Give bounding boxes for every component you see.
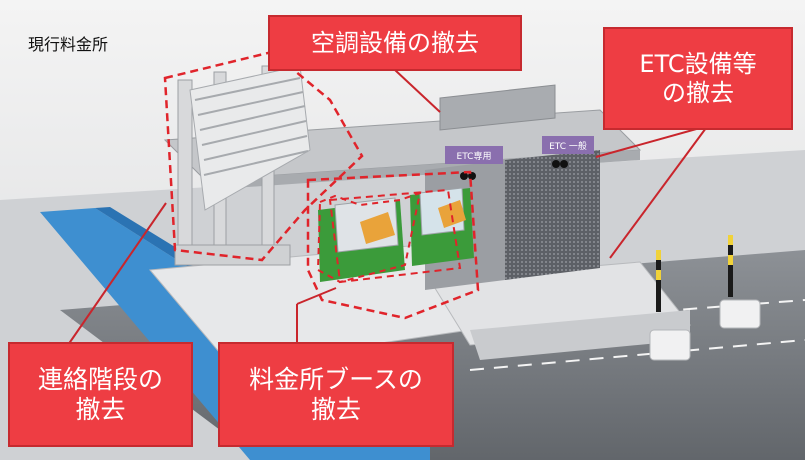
stair-tower	[174, 65, 311, 266]
leader-etc-2	[609, 127, 707, 259]
lane-marking	[469, 339, 805, 371]
etc-grille-structure	[505, 150, 600, 280]
aircon-removal-callout: 空調設備の撤去	[268, 15, 522, 71]
gate-barriers	[649, 235, 761, 361]
aircon-removal-outline	[316, 191, 422, 284]
stairs-removal-callout: 連絡階段の 撤去	[8, 342, 193, 447]
current-toll-plaza-label: 現行料金所	[28, 35, 109, 54]
etc-only-sign-plate	[445, 146, 503, 164]
etc-removal-callout: ETC設備等 の撤去	[603, 27, 793, 130]
booth-removal-line1: 料金所ブースの	[249, 365, 423, 394]
overhead-sign-board	[439, 84, 556, 131]
lane-signal	[560, 160, 568, 168]
stairs-removal-line2: 撤去	[75, 394, 126, 424]
lane-signal	[468, 172, 476, 180]
etc-general-sign-text: ETC 一般	[549, 140, 587, 152]
leader-aircon	[394, 69, 441, 113]
leader-booth-2	[296, 287, 337, 305]
lane-signal	[552, 160, 560, 168]
etc-general-sign-plate	[542, 136, 594, 154]
booth-removal-callout: 料金所ブースの 撤去	[218, 342, 454, 447]
leader-etc-1	[595, 127, 701, 158]
island-face	[470, 310, 690, 360]
etc-removal-line2: の撤去	[662, 78, 734, 107]
stairs-removal-line1: 連絡階段の	[37, 365, 163, 394]
lane-signal	[460, 172, 468, 180]
aircon-removal-text: 空調設備の撤去	[311, 28, 479, 57]
toll-booths	[318, 187, 474, 282]
etc-removal-line1: ETC設備等	[639, 50, 757, 79]
leader-stairs	[67, 202, 167, 346]
booth-removal-outline	[306, 170, 480, 320]
booth-removal-line2: 撤去	[310, 394, 361, 424]
booth-inner-outline	[328, 188, 462, 284]
etc-only-sign-text: ETC専用	[457, 150, 492, 162]
